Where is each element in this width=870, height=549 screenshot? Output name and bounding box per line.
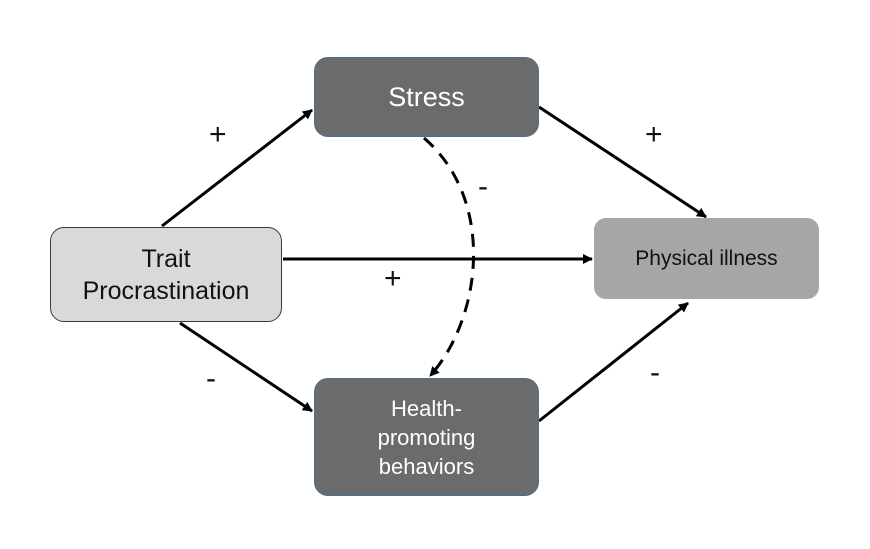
edge-stress-to-health-dashed (423, 136, 475, 378)
illness-label: Physical illness (635, 246, 778, 270)
health-label-line3: behaviors (378, 453, 475, 479)
trait-label-line1: Trait (141, 244, 191, 273)
health-label-line1: Health- (391, 395, 462, 421)
sign-stress-to-health: - (478, 170, 488, 203)
edge-trait-to-stress (161, 108, 313, 228)
edge-health-to-illness (538, 301, 689, 423)
sign-trait-to-health: - (206, 362, 216, 395)
health-promoting-behaviors-node: Health- promoting behaviors (314, 378, 539, 496)
edge-stress-to-illness (538, 105, 707, 219)
trait-procrastination-node: Trait Procrastination (50, 227, 282, 322)
trait-label: Trait Procrastination (83, 243, 250, 307)
sign-trait-to-illness: + (384, 262, 402, 295)
sign-trait-to-stress: + (209, 118, 227, 151)
sign-health-to-illness: - (650, 356, 660, 389)
stress-label: Stress (388, 81, 465, 112)
sign-stress-to-illness: + (645, 118, 663, 151)
stress-node: Stress (314, 57, 539, 137)
physical-illness-node: Physical illness (594, 218, 819, 299)
trait-label-line2: Procrastination (82, 276, 250, 305)
edge-trait-to-health (179, 321, 313, 413)
health-label-line2: promoting (377, 424, 476, 450)
health-label: Health- promoting behaviors (378, 394, 476, 481)
